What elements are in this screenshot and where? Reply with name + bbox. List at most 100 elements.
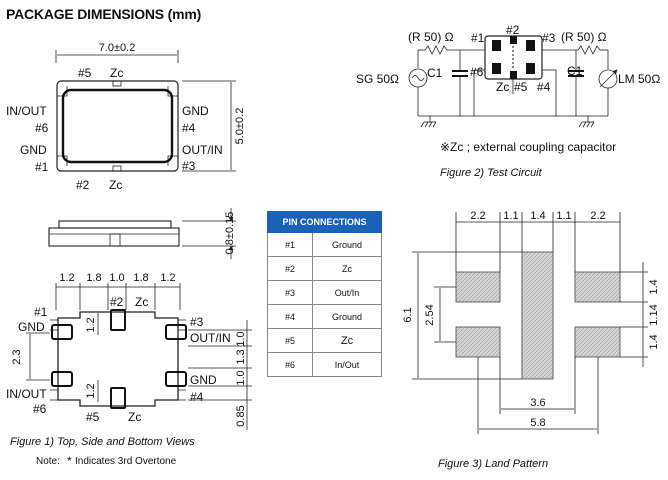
side-view: 0.8±0.15	[48, 208, 236, 259]
bottom-pad-1	[51, 324, 73, 340]
bottom-pin-2: #2	[110, 295, 124, 309]
side-height-dim: 0.8±0.15	[224, 212, 236, 255]
pin-number: #5	[267, 328, 313, 353]
pin-function: Zc	[312, 328, 382, 353]
table-row: #2 Zc	[267, 256, 382, 281]
land-pad-bottom-right	[574, 326, 621, 358]
top-view: 7.0±0.2 5.0±0.2 #5 Zc IN/OUT #6 GND #1 #…	[6, 42, 246, 192]
table-row: #3 Out/In	[267, 280, 382, 305]
package-outline	[56, 80, 179, 172]
land-pad-top-right	[574, 271, 621, 303]
pin-function: Out/In	[312, 280, 382, 305]
pin-number: #4	[267, 304, 313, 329]
top-pin-1: #1	[35, 160, 49, 174]
bottom-top-dim-3: 1.0	[109, 272, 124, 284]
bottom-right-dim-3: 1.0	[235, 370, 247, 385]
land-top-dim-3: 1.4	[530, 210, 545, 222]
bottom-top-dim-2: 1.8	[86, 272, 101, 284]
bottom-pad-3	[165, 324, 187, 340]
tc-pin-1: #1	[471, 31, 485, 45]
pin-function: Zc	[312, 256, 382, 281]
pin-number: #3	[267, 280, 313, 305]
tc-zc: Zc	[496, 80, 509, 94]
land-top-dim-1: 2.2	[470, 210, 485, 222]
top-pin-2: #2	[76, 178, 90, 192]
pin-connections-table: PIN CONNECTIONS #1 Ground #2 Zc #3 Out/I…	[267, 211, 382, 377]
pin-number: #2	[267, 256, 313, 281]
lm-label: LM 50Ω	[618, 72, 660, 86]
bottom-gnd-right: GND	[190, 373, 217, 387]
figure1-caption: Figure 1) Top, Side and Bottom Views	[10, 436, 195, 448]
figure1-note-text: Indicates 3rd Overtone	[75, 456, 177, 467]
tc-pin-5: #5	[514, 80, 528, 94]
bottom-pad-2	[110, 309, 126, 331]
land-top-dim-5: 2.2	[590, 210, 605, 222]
bottom-out-in: OUT/IN	[190, 331, 231, 345]
r-right-label: (R 50) Ω	[561, 30, 607, 44]
bottom-pin-3: #3	[190, 315, 204, 329]
page-title: PACKAGE DIMENSIONS (mm)	[6, 6, 202, 22]
c1-right-label: C1	[567, 64, 583, 78]
bottom-bottom-dim: 0.85	[235, 405, 247, 426]
figure1-note-star: *	[67, 454, 72, 468]
bottom-top-dim-1: 1.2	[59, 272, 74, 284]
land-inner-dim: 3.6	[530, 397, 545, 409]
bottom-in-out: IN/OUT	[6, 387, 47, 401]
bottom-left-dim: 2.3	[11, 349, 23, 364]
bottom-top-dim-4: 1.8	[133, 272, 148, 284]
land-pattern: 2.2 1.1 1.4 1.1 2.2 6.1 2.54 1.4 1.14 1.…	[402, 210, 660, 470]
tc-pin-2: #2	[506, 23, 520, 37]
top-pin-6: #6	[35, 121, 49, 135]
pin-table-title: PIN CONNECTIONS	[267, 211, 382, 233]
figure3-caption: Figure 3) Land Pattern	[438, 458, 548, 470]
bottom-pad-5	[110, 387, 126, 409]
ground-icon-left	[420, 116, 437, 128]
top-width-dim: 7.0±0.2	[99, 42, 136, 54]
pin-function: Ground	[312, 304, 382, 329]
bottom-pin-1: #1	[34, 305, 48, 319]
sg-label: SG 50Ω	[356, 72, 399, 86]
table-row: #1 Ground	[267, 232, 382, 257]
pin-number: #1	[267, 232, 313, 257]
bottom-pin-4: #4	[190, 390, 204, 404]
bottom-inner-dim-bottom: 1.2	[85, 383, 97, 398]
top-gnd-right: GND	[182, 104, 209, 118]
tc-footnote: ※Zc ; external coupling capacitor	[440, 140, 616, 154]
tc-pin-4: #4	[537, 80, 551, 94]
bottom-pad-6	[51, 371, 73, 387]
top-zc-bottom: Zc	[109, 178, 122, 192]
bottom-pad-4	[165, 371, 187, 387]
top-pin-5: #5	[78, 66, 92, 80]
top-pin-3: #3	[182, 159, 196, 173]
package-lid	[61, 88, 174, 164]
test-circuit: (R 50) Ω (R 50) Ω C1 C1 SG 50Ω LM 50Ω #1…	[356, 23, 660, 179]
bottom-package-outline	[57, 311, 179, 407]
land-left-dim-total: 6.1	[402, 307, 414, 322]
bottom-zc-top: Zc	[135, 295, 148, 309]
figure2-caption: Figure 2) Test Circuit	[440, 167, 543, 179]
land-pad-center	[521, 251, 554, 380]
top-gnd-left: GND	[20, 143, 47, 157]
bottom-pin-5: #5	[86, 410, 100, 424]
land-pad-bottom-left	[455, 326, 501, 358]
pin-function: Ground	[312, 232, 382, 257]
land-right-dim-1: 1.4	[648, 279, 660, 294]
ground-icon-right	[578, 116, 595, 128]
land-top-dim-4: 1.1	[556, 210, 571, 222]
bottom-top-dim-5: 1.2	[160, 272, 175, 284]
table-row: #5 Zc	[267, 328, 382, 353]
land-pad-top-left	[455, 271, 501, 303]
figure1-note-prefix: Note:	[36, 456, 60, 467]
pin-number: #6	[267, 352, 313, 377]
bottom-inner-dim-top: 1.2	[85, 317, 97, 332]
bottom-right-dim-2: 1.3	[235, 349, 247, 364]
c1-left-label: C1	[427, 66, 443, 80]
land-bottom-dim: 5.8	[530, 417, 545, 429]
pin-function: In/Out	[312, 352, 382, 377]
land-right-dim-3: 1.4	[648, 334, 660, 349]
r-left-label: (R 50) Ω	[408, 30, 454, 44]
table-row: #4 Ground	[267, 304, 382, 329]
top-height-dim: 5.0±0.2	[234, 108, 246, 145]
top-out-in: OUT/IN	[182, 143, 223, 157]
